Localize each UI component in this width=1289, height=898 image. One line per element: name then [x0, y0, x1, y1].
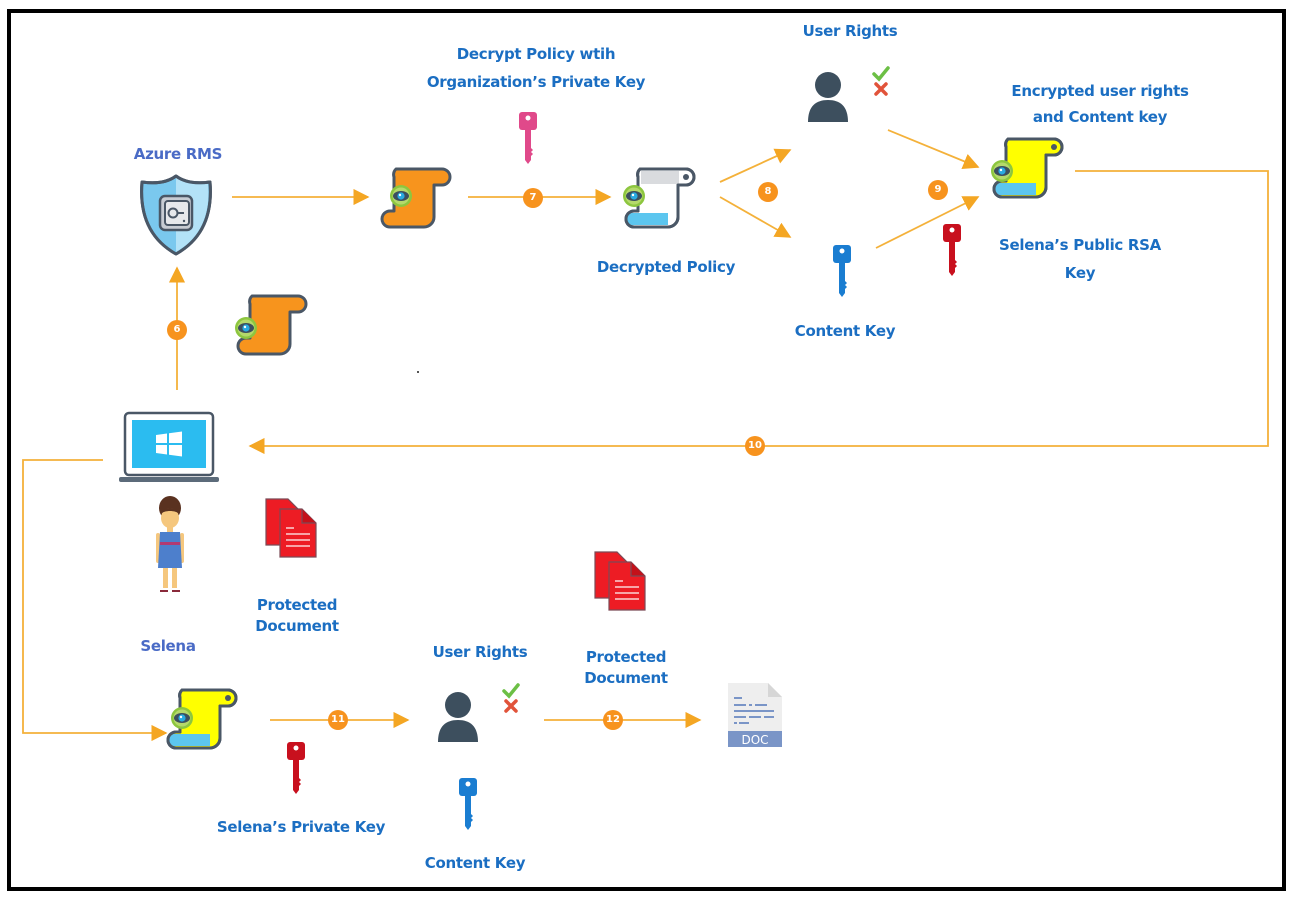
step-badge-9: 9 — [928, 180, 948, 200]
key-blue-icon — [833, 245, 851, 297]
step-badge-8: 8 — [758, 182, 778, 202]
label-azure-rms: Azure RMS — [133, 145, 223, 163]
step-badge-7: 7 — [523, 188, 543, 208]
label-user-rights-top: User Rights — [802, 22, 898, 40]
scroll-orange-icon — [380, 167, 452, 229]
label-content-key-top: Content Key — [794, 322, 896, 340]
doc-file-icon: DOC — [728, 683, 782, 747]
doc-badge-label: DOC — [741, 733, 768, 747]
key-pink-icon — [519, 112, 537, 164]
label-public-key-line1: Selena’s Public RSA — [998, 236, 1161, 254]
step-badge-10: 10 — [745, 436, 765, 456]
label-encrypted-line1: Encrypted user rights — [1011, 82, 1189, 100]
scroll-yellow-icon — [991, 137, 1064, 199]
diagram-frame — [7, 9, 1286, 891]
step-badge-12: 12 — [603, 710, 623, 730]
scroll-orange-icon — [235, 294, 308, 356]
label-selena: Selena — [140, 637, 196, 655]
scroll-yellow-icon — [166, 688, 238, 750]
shield-vault-icon — [140, 174, 212, 256]
arrow-rights-to-encrypted — [887, 129, 980, 169]
key-blue-icon — [459, 778, 477, 830]
arrow-step8-up — [719, 148, 792, 183]
user-rights-icon — [438, 683, 520, 742]
label-user-rights-bottom: User Rights — [432, 643, 528, 661]
label-content-key-bottom: Content Key — [424, 854, 526, 872]
woman-avatar-icon — [156, 496, 184, 592]
label-decrypt-policy-line1: Decrypt Policy wtih — [456, 45, 616, 63]
arrow-step9 — [875, 196, 980, 249]
windows-laptop-icon — [119, 411, 219, 482]
key-red-icon — [943, 224, 961, 276]
label-encrypted-line2: and Content key — [1032, 108, 1168, 126]
step-badge-6: 6 — [167, 320, 187, 340]
label-protected-doc-bottom-line1: Protected — [585, 648, 667, 666]
arrow-laptop-to-scroll — [22, 459, 168, 742]
label-decrypt-policy-line2: Organization’s Private Key — [426, 73, 646, 91]
arrow-step8-down — [719, 196, 792, 238]
key-red-icon — [287, 742, 305, 794]
step-badge-11: 11 — [328, 710, 348, 730]
label-private-key: Selena’s Private Key — [216, 818, 386, 836]
label-protected-doc-left-line2: Document — [255, 617, 339, 635]
red-documents-icon — [265, 498, 317, 558]
label-protected-doc-left-line1: Protected — [256, 596, 338, 614]
scroll-white-icon — [623, 167, 696, 229]
label-protected-doc-bottom-line2: Document — [584, 669, 668, 687]
red-documents-icon — [594, 551, 646, 611]
user-rights-icon — [808, 66, 890, 122]
label-decrypted-policy: Decrypted Policy — [596, 258, 736, 276]
stray-dot — [417, 371, 419, 373]
label-public-key-line2: Key — [1064, 264, 1096, 282]
